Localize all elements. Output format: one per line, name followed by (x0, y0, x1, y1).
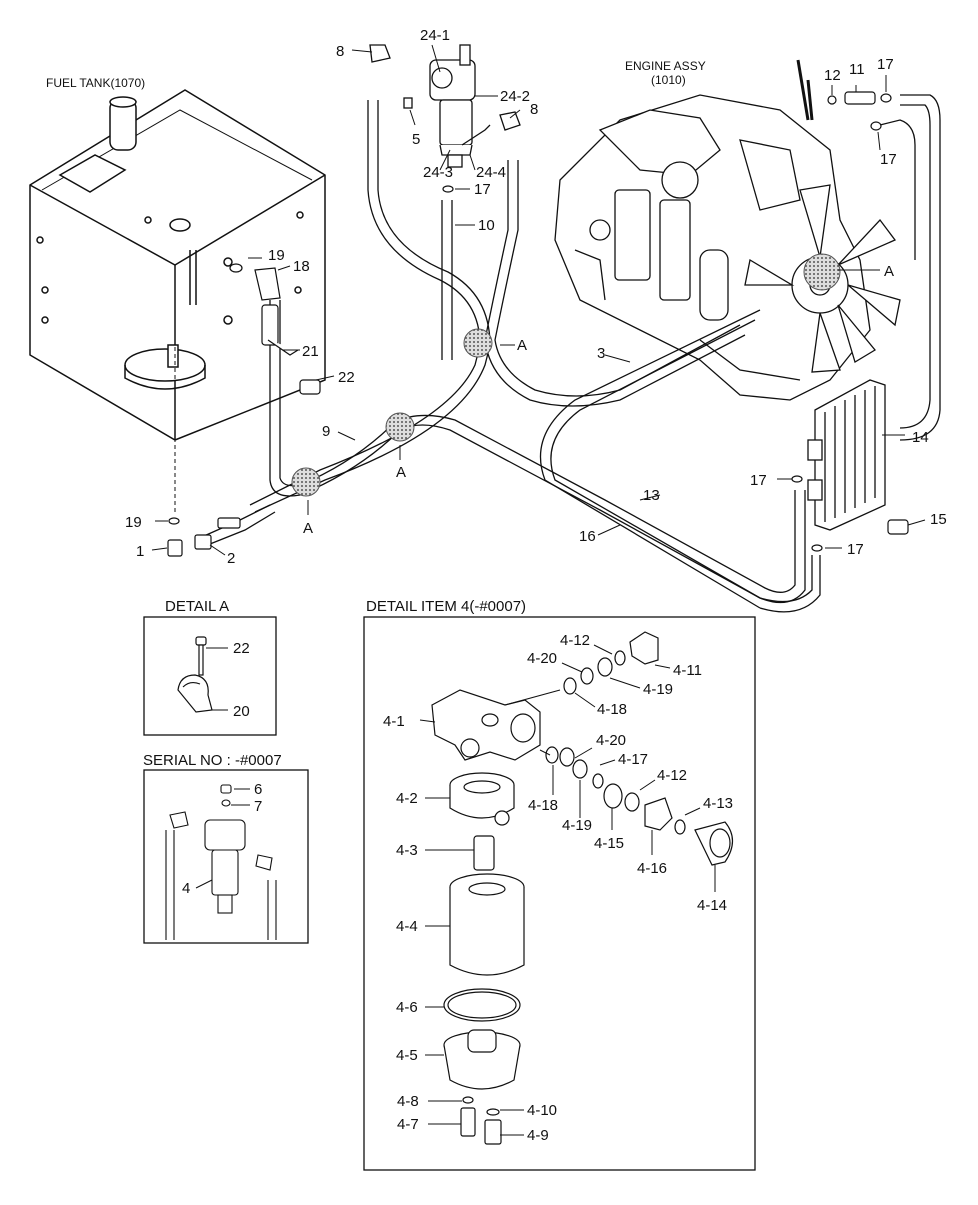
callout-4-11: 4-11 (673, 662, 702, 679)
callout-24-2: 24-2 (500, 88, 530, 105)
engine-assy-title-line1: ENGINE ASSY (625, 59, 706, 73)
fuel-cooler-14 (807, 379, 886, 531)
callout-4-6: 4-6 (396, 999, 418, 1016)
fuel-filter-24 (369, 44, 521, 168)
callout-4: 4 (182, 880, 190, 897)
callout-22b: 22 (233, 640, 250, 657)
callout-24-4: 24-4 (476, 164, 506, 181)
callout-17c: 17 (847, 541, 864, 558)
callout-a1: A (517, 337, 527, 354)
callout-4-19a: 4-19 (643, 681, 673, 698)
callout-17a: 17 (474, 181, 491, 198)
serial-no-box (143, 769, 309, 944)
detail-a-callouts: 22 20 6 7 4 (182, 640, 262, 897)
detail-item-4-box (363, 616, 756, 1171)
callout-4-12a: 4-12 (560, 632, 590, 649)
callout-4-2: 4-2 (396, 790, 418, 807)
leader-lines (151, 44, 926, 556)
callout-19b: 19 (125, 514, 142, 531)
callout-10: 10 (478, 217, 495, 234)
detail-a-markers (291, 253, 841, 497)
detail-a-title: DETAIL A (165, 598, 229, 615)
callout-24-1: 24-1 (420, 27, 450, 44)
fuel-tank (29, 89, 326, 515)
callout-17e: 17 (880, 151, 897, 168)
fittings (167, 91, 909, 557)
callout-4-15: 4-15 (594, 835, 624, 852)
callout-18: 18 (293, 258, 310, 275)
callout-11: 11 (849, 61, 865, 78)
fuel-tank-title: FUEL TANK(1070) (46, 76, 145, 90)
callout-4-3: 4-3 (396, 842, 418, 859)
callout-2: 2 (227, 550, 235, 567)
callout-4-18b: 4-18 (528, 797, 558, 814)
callout-1: 1 (136, 543, 144, 560)
callout-4-12b: 4-12 (657, 767, 687, 784)
callout-4-5: 4-5 (396, 1047, 418, 1064)
callout-14: 14 (912, 429, 929, 446)
callout-7: 7 (254, 798, 262, 815)
callout-4-1: 4-1 (383, 713, 405, 730)
callout-13: 13 (643, 487, 660, 504)
detail-a-box (143, 616, 277, 736)
callout-a3: A (303, 520, 313, 537)
callout-15: 15 (930, 511, 947, 528)
callout-20: 20 (233, 703, 250, 720)
engine-assy-title-line2: (1010) (651, 73, 686, 87)
callout-4-18a: 4-18 (597, 701, 627, 718)
callout-17b: 17 (750, 472, 767, 489)
callout-a4: A (884, 263, 894, 280)
callout-4-13: 4-13 (703, 795, 733, 812)
engine-assembly (554, 59, 901, 401)
detail-item4-title: DETAIL ITEM 4(-#0007) (366, 598, 526, 615)
callout-4-4: 4-4 (396, 918, 418, 935)
callout-3: 3 (597, 345, 605, 362)
callout-22a: 22 (338, 369, 355, 386)
callout-4-7: 4-7 (397, 1116, 419, 1133)
callout-a2: A (396, 464, 406, 481)
callout-4-17: 4-17 (618, 751, 648, 768)
callout-9: 9 (322, 423, 330, 440)
callout-8b: 8 (530, 101, 538, 118)
callout-8a: 8 (336, 43, 344, 60)
callout-4-8: 4-8 (397, 1093, 419, 1110)
callout-6: 6 (254, 781, 262, 798)
callout-4-10: 4-10 (527, 1102, 557, 1119)
callout-17d: 17 (877, 56, 894, 73)
main-callouts: 8 24-1 24-2 8 5 24-3 24-4 17 10 19 18 21… (125, 27, 947, 567)
callout-16: 16 (579, 528, 596, 545)
callout-19a: 19 (268, 247, 285, 264)
callout-21: 21 (302, 343, 319, 360)
callout-4-14: 4-14 (697, 897, 727, 914)
callout-4-20b: 4-20 (596, 732, 626, 749)
callout-4-16: 4-16 (637, 860, 667, 877)
callout-4-9: 4-9 (527, 1127, 549, 1144)
callout-24-3: 24-3 (423, 164, 453, 181)
detail-item4-callouts: 4-1 4-2 4-3 4-4 4-6 4-5 4-8 4-7 4-10 4-9… (383, 632, 733, 1144)
serial-no-title: SERIAL NO : -#0007 (143, 752, 282, 769)
callout-12: 12 (824, 67, 841, 84)
callout-4-19b: 4-19 (562, 817, 592, 834)
callout-4-20a: 4-20 (527, 650, 557, 667)
callout-5: 5 (412, 131, 420, 148)
